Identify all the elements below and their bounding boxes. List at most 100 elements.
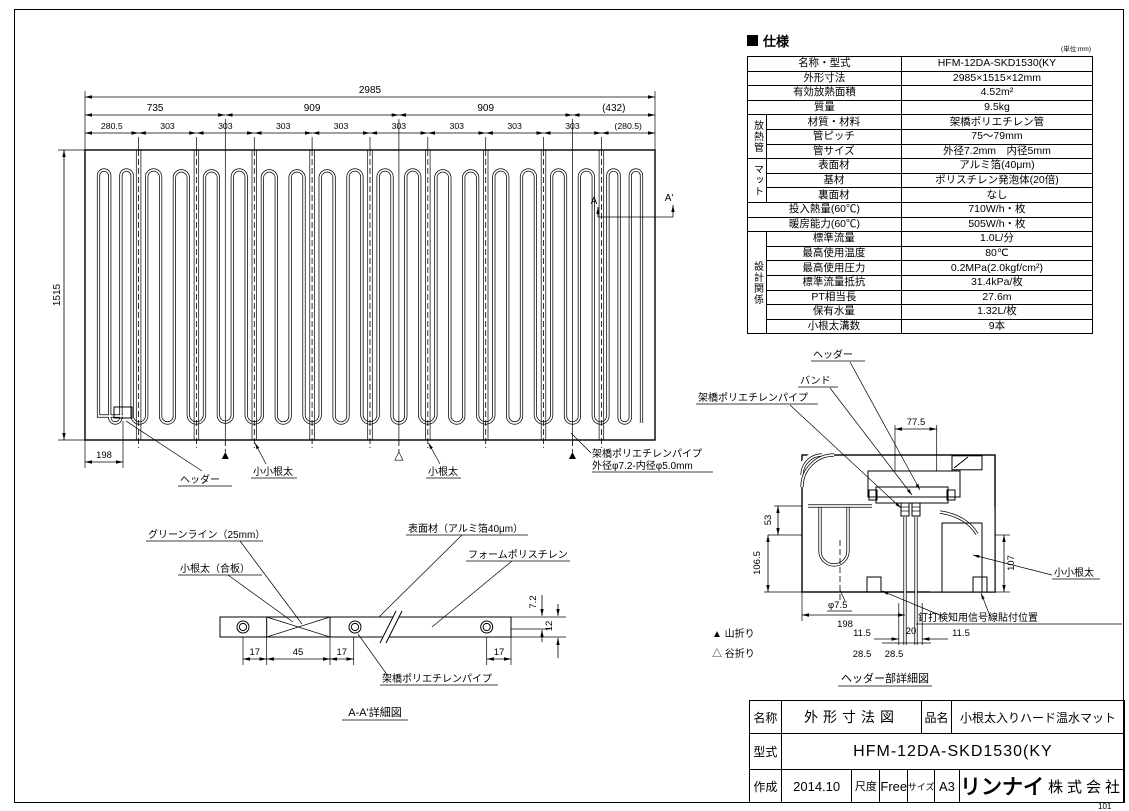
dim-20: 20 [906,626,917,637]
header-detail-drawing: 77.5 53 106.5 107 φ7.5 198 11.5 20 11.5 … [696,348,1122,687]
dim-height: 1515 [52,283,63,306]
pipe-curve [801,454,823,476]
dimension-label: 303 [450,121,465,131]
dim-17b: 17 [337,647,348,658]
created-date: 2014.10 [782,770,853,802]
dim-28-5-a: 28.5 [853,649,872,660]
label-surface: 表面材（アルミ箔40μm） [408,522,523,535]
model-value: HFM-12DA-SKD1530(KY [781,734,1124,770]
header-detail-title: ヘッダー部詳細図 [841,671,929,685]
group-design: 設計関係 [747,231,767,335]
dim-total-width: 2985 [359,85,382,96]
label-hd-joist: 小小根太 [1054,566,1094,579]
table-row: 裏面材なし [748,187,1094,203]
mat-outline [84,149,656,441]
dimension-label: 303 [507,121,522,131]
table-row: 放熱管材質・材料架橋ポリエチレン管 [747,114,1094,160]
dimension-label: (280.5) [614,121,642,131]
product-name-label: 品名 [922,701,952,734]
header-nipples [900,502,921,517]
table-row: 暖房能力(60℃)505W/h・枚 [747,216,1094,233]
company-cell: リンナイ 株式会社 [960,770,1124,802]
label-joist-plywood: 小根太（合板） [180,562,250,575]
dim-106-5: 106.5 [752,551,763,575]
header-recess [867,470,961,498]
label-pipe-section: 架橋ポリエチレンパイプ [382,672,492,685]
joist-cross-section [266,616,331,638]
company-suffix: 株式会社 [1047,778,1124,796]
fold-mark: ▲ [567,448,579,462]
label-small-small-joist: 小小根太 [253,465,293,478]
dim-107: 107 [1006,555,1017,571]
pipe-curve [939,511,978,535]
label-hd-pipe: 架橋ポリエチレンパイプ [698,391,808,404]
dim-53: 53 [763,515,774,526]
dim-28-5-b: 28.5 [885,649,904,660]
spec-header: 仕様 [747,31,1093,50]
label-pipe-line2: 外径φ7.2-内径φ5.0mm [592,459,693,472]
dim-12: 12 [544,621,555,632]
model-label: 型式 [750,734,782,770]
heating-pipe-circuit [97,169,643,424]
header-fitting [113,406,133,419]
label-header: ヘッダー [180,473,220,486]
dimension-label: 303 [218,121,233,131]
label-small-joist: 小根太 [428,465,458,478]
sheet-frame [14,9,1124,803]
group-mat: マット [747,158,767,203]
label-foam: フォームポリスチレン [468,549,568,561]
pipe-u-turn [819,505,849,566]
spec-title: 仕様 [763,34,790,49]
dim-198: 198 [837,619,853,630]
pipe-curve [801,454,835,488]
dim-11-5-left: 11.5 [853,628,871,639]
top-notch [951,455,983,471]
dim-77-5: 77.5 [907,417,926,428]
size-value: A3 [935,770,960,802]
signal-wire-pad-right [972,576,988,593]
break-mark [380,611,402,643]
signal-wire-pad-left [866,576,882,593]
section-mark-a: A [591,196,598,207]
band-right [946,489,956,501]
dimension-label: 303 [276,121,291,131]
dim-17c: 17 [494,647,505,658]
size-label: サイズ [908,770,936,802]
dimension-label: 280.5 [101,121,123,131]
dimension-label: 909 [304,103,321,114]
title-block: 名称 外形寸法図 品名 小根太入りハード温水マット 型式 HFM-12DA-SK… [749,700,1125,803]
label-band: バンド [800,375,831,387]
fold-mark: ▲ [219,448,231,462]
mat-cross-section [219,616,512,638]
dimension-label: 303 [334,121,349,131]
legend-valley-fold: △ 谷折り [712,647,755,660]
section-title: A-A'詳細図 [348,705,401,719]
section-drawing: 17 45 17 17 7.2 12 グリーンライン（25mm） 小根太（合板）… [146,522,570,721]
label-nail-signal: 釘打検知用信号線貼付位置 [918,611,1038,624]
page-number: 101 [1098,802,1112,811]
dim-header-offset: 198 [96,450,112,461]
dim-dia-7-5: φ7.5 [828,600,847,611]
name-label: 名称 [750,701,782,734]
dimension-label: 909 [477,103,494,114]
table-row: マット表面材アルミ箔(40μm) [747,158,1094,203]
dim-17a: 17 [250,647,261,658]
pipe-cross-sections [236,620,494,634]
fold-mark: △ [394,448,404,462]
created-label: 作成 [750,770,782,802]
section-marker-icon [747,35,758,46]
dim-11-5-right: 11.5 [952,628,970,639]
company-logo: リンナイ [959,776,1044,799]
